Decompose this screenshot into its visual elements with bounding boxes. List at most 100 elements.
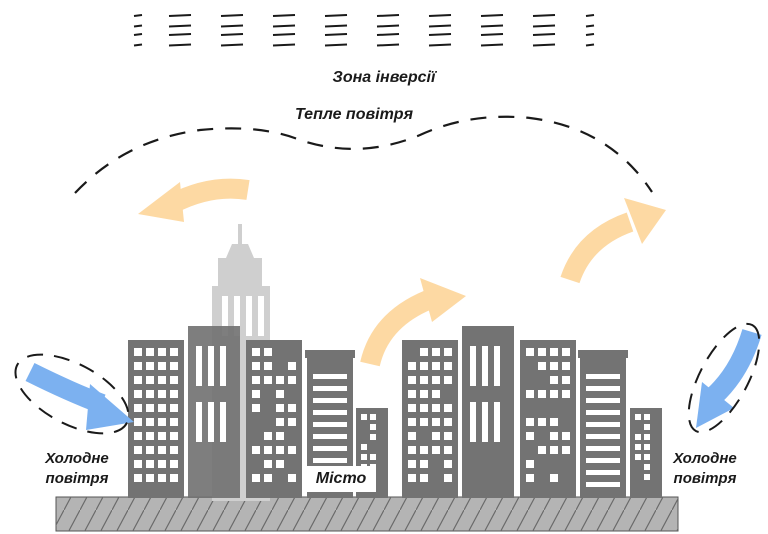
cold-air-left-boundary [14,353,130,435]
window [408,418,416,426]
window [526,390,534,398]
window [276,460,284,468]
window [313,446,347,451]
window [134,404,142,412]
window [264,460,272,468]
window [170,404,178,412]
window [264,376,272,384]
inversion-dash [220,24,244,28]
window [264,348,272,356]
window [586,410,620,415]
window [264,362,272,370]
inversion-dash [324,33,348,36]
ground [55,496,679,532]
window [494,346,500,386]
window [420,418,428,426]
window [134,348,142,356]
inversion-dash [220,43,244,47]
window [635,434,641,440]
window [252,362,260,370]
window [313,398,347,403]
window [408,376,416,384]
window [220,346,226,386]
window [408,474,416,482]
window [550,376,558,384]
inversion-dash [532,33,556,36]
window [288,362,296,370]
inversion-dash [376,33,400,36]
window [432,432,440,440]
window [370,424,376,430]
inversion-dash [480,43,504,47]
window [644,424,650,430]
window [482,402,488,442]
window [313,422,347,427]
window [361,414,367,420]
window [586,458,620,463]
window [420,460,428,468]
window [276,376,284,384]
inversion-dash [168,14,192,17]
window [550,348,558,356]
window [444,474,452,482]
inversion-dash [532,43,556,47]
building [128,340,184,498]
window [526,474,534,482]
window [538,446,546,454]
window [170,460,178,468]
window [158,376,166,384]
window [538,362,546,370]
window [470,402,476,442]
window [432,446,440,454]
window [146,348,154,356]
window [313,410,347,415]
window [313,434,347,439]
window [586,470,620,475]
cold-air-left-label: Холодне повітря [22,449,132,489]
window [494,402,500,442]
inversion-zone-label: Зона інверсії [332,69,436,86]
window [158,418,166,426]
window [146,474,154,482]
inversion-dash [585,33,595,36]
window [432,418,440,426]
window [432,348,440,356]
window [288,418,296,426]
window [252,446,260,454]
window [444,376,452,384]
window [313,386,347,391]
window [134,460,142,468]
window [196,346,202,386]
building [402,340,458,498]
window [146,460,154,468]
building [246,340,302,498]
window [586,386,620,391]
window [170,376,178,384]
window [134,390,142,398]
window [252,474,260,482]
window [635,444,641,450]
building [188,326,240,498]
window [444,362,452,370]
window [444,432,452,440]
window [550,418,558,426]
window [420,390,428,398]
inversion-dash [480,33,504,36]
window [562,376,570,384]
window [526,418,534,426]
window [562,348,570,356]
window [276,404,284,412]
cold-air-right-label: Холодне повітря [650,449,760,489]
window [444,418,452,426]
window [146,404,154,412]
building [520,340,576,498]
inversion-dash [324,43,348,47]
window [408,390,416,398]
window [170,390,178,398]
inversion-dash [532,14,556,17]
inversion-dash [133,24,143,28]
window [158,404,166,412]
window [288,404,296,412]
window [635,454,641,460]
